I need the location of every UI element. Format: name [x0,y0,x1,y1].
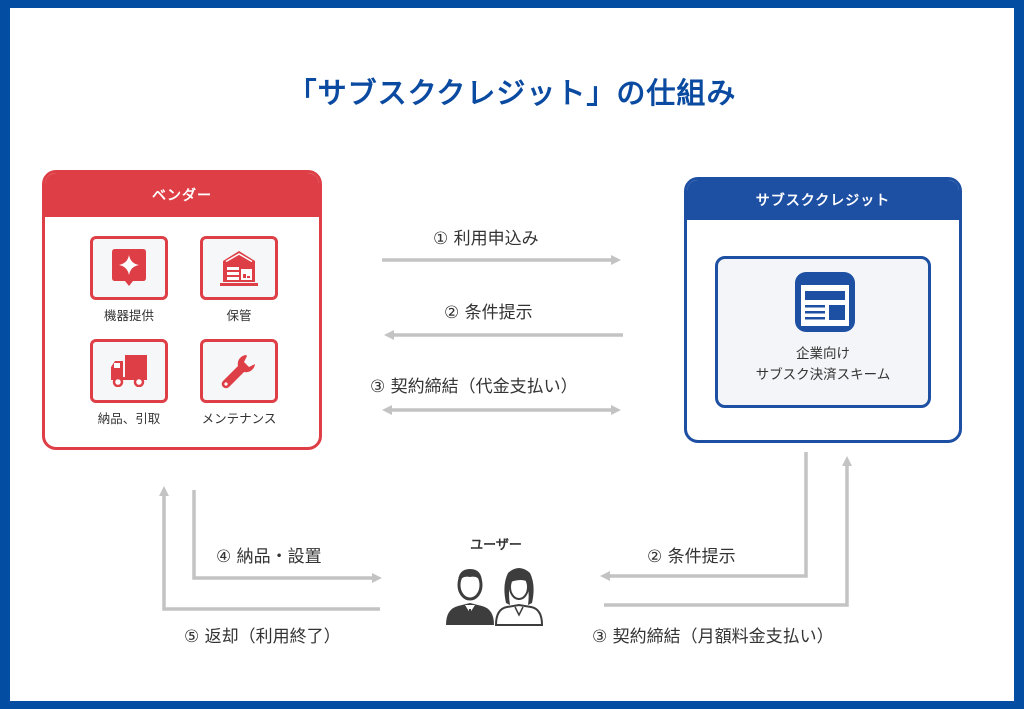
service-tile-delivery [90,339,168,403]
service-tile-storage [200,236,278,300]
subscredit-box: サブスククレジット 企業向け サブスク決済スキーム [684,177,962,443]
flow-label-sub-terms: ② 条件提示 [647,547,736,567]
arrow-delivery [192,490,382,583]
truck-icon [111,355,147,387]
arrow-sub-terms [600,452,808,581]
vendor-heading: ベンダー [45,173,319,217]
service-tile-maintenance [200,339,278,403]
vendor-box: ベンダー 機器提供 保管 納品、引取 [42,170,322,450]
service-label-delivery: 納品、引取 [97,411,161,426]
flow-label-return: ⑤ 返却（利用終了） [184,627,341,647]
page-title: 「サブスククレジット」の仕組み [287,76,737,110]
scheme-label-line2: サブスク決済スキーム [755,367,891,383]
flow-label-delivery: ④ 納品・設置 [216,547,322,567]
service-label-storage: 保管 [226,308,252,323]
scheme-label-line1: 企業向け [796,346,850,362]
flow-label-sub-contract: ③ 契約締結（月額料金支払い） [592,627,834,647]
arrow-sub-contract [604,456,852,607]
sparkle-badge-icon [112,249,146,286]
service-tile-equipment [90,236,168,300]
wrench-icon [221,355,255,389]
warehouse-icon [220,251,258,286]
flow-label-terms: ② 条件提示 [444,303,533,323]
arrow-return [159,486,380,611]
service-label-equipment: 機器提供 [103,308,154,323]
service-label-maintenance: メンテナンス [201,411,277,426]
business-people-icon [446,568,544,626]
flow-label-contract: ③ 契約締結（代金支払い） [370,377,578,397]
user-label: ユーザー [470,538,522,553]
browser-window-icon [795,272,855,332]
subscredit-heading: サブスククレジット [687,180,959,220]
scheme-card: 企業向け サブスク決済スキーム [715,256,931,408]
flow-label-apply: ① 利用申込み [433,229,539,249]
